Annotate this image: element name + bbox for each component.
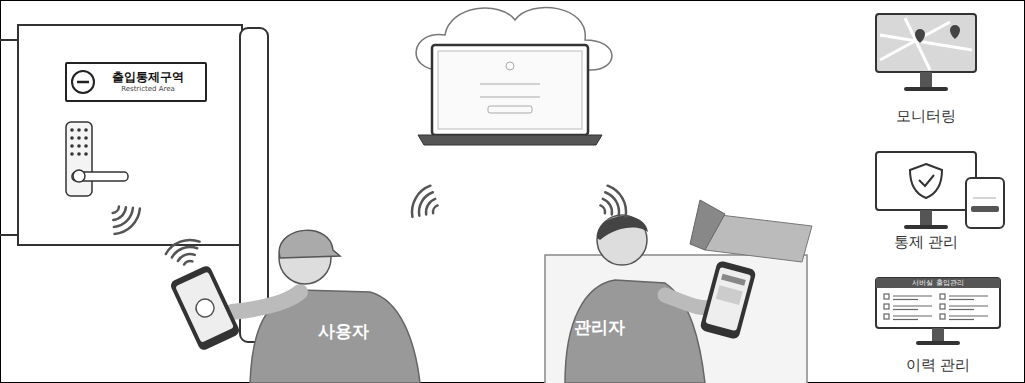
monitor bbox=[876, 278, 1000, 345]
signal-arc bbox=[113, 207, 126, 220]
row-line bbox=[949, 319, 974, 320]
admin-phone bbox=[699, 260, 756, 340]
signal-arc bbox=[184, 261, 192, 265]
signal-arc bbox=[114, 208, 133, 227]
key bbox=[77, 152, 81, 156]
monitor-screen: 통제 관리 bbox=[876, 152, 976, 210]
row-line bbox=[949, 309, 974, 310]
door-lock bbox=[66, 122, 92, 196]
row-line bbox=[949, 315, 988, 316]
key bbox=[77, 144, 81, 148]
signal-arc bbox=[113, 207, 119, 213]
signal-arc bbox=[178, 254, 195, 261]
monitor-screen: 서버실 출입관리이력 관리 bbox=[876, 278, 1000, 328]
user-arm bbox=[232, 292, 300, 312]
signal-arc bbox=[114, 208, 139, 233]
row-line bbox=[893, 295, 932, 296]
signal-arc bbox=[433, 205, 438, 213]
door-frame bbox=[240, 28, 268, 342]
monitor bbox=[876, 152, 1004, 229]
signal-arc bbox=[605, 192, 619, 215]
signal-arc bbox=[603, 199, 612, 215]
user-phone bbox=[169, 264, 241, 351]
no-entry-icon bbox=[72, 71, 94, 93]
monitor-caption: 모니터링 bbox=[896, 108, 956, 125]
row-line bbox=[893, 315, 932, 316]
no-entry-bar bbox=[77, 81, 89, 84]
screen-header: 서버실 출입관리 bbox=[876, 278, 1000, 288]
signal-arc bbox=[172, 247, 197, 258]
laptop-display bbox=[438, 51, 582, 129]
wall bbox=[0, 40, 18, 235]
key bbox=[84, 136, 88, 140]
row-line bbox=[949, 299, 974, 300]
row-line bbox=[893, 319, 918, 320]
door-panel bbox=[18, 25, 242, 245]
wireless-signal bbox=[113, 186, 626, 265]
monitor-caption: 통제 관리 bbox=[894, 234, 959, 251]
laptop-screen bbox=[432, 45, 588, 135]
signal-arc bbox=[426, 199, 435, 215]
person-label: 사용자 bbox=[318, 322, 369, 342]
row-line bbox=[949, 295, 988, 296]
admin-head bbox=[597, 215, 647, 265]
row-line bbox=[893, 309, 918, 310]
monitor-screen: 모니터링 bbox=[876, 14, 976, 72]
row-line bbox=[893, 299, 918, 300]
checkbox bbox=[940, 314, 945, 319]
desk bbox=[545, 255, 807, 383]
checkbox bbox=[884, 304, 889, 309]
row-line bbox=[949, 305, 988, 306]
checkbox bbox=[940, 304, 945, 309]
sign-box: 출입통제구역Restricted Area bbox=[65, 62, 207, 102]
signal-arc bbox=[166, 240, 200, 254]
checkbox bbox=[940, 294, 945, 299]
signal-arc bbox=[608, 186, 626, 217]
key bbox=[77, 128, 81, 132]
keypad bbox=[70, 128, 88, 156]
checkbox bbox=[884, 294, 889, 299]
person-label: 관리자 bbox=[574, 318, 625, 338]
laptop-base bbox=[418, 135, 602, 145]
checkbox bbox=[884, 314, 889, 319]
row-line bbox=[893, 305, 932, 306]
signal-arc bbox=[412, 186, 430, 217]
handle-hub bbox=[73, 170, 85, 182]
user-cap bbox=[279, 230, 340, 258]
signal-arc bbox=[600, 205, 605, 213]
key bbox=[70, 152, 74, 156]
key bbox=[84, 128, 88, 132]
desk-laptop-lid bbox=[690, 200, 725, 250]
signal-arc bbox=[419, 192, 433, 215]
monitor-caption: 이력 관리 bbox=[906, 357, 971, 374]
sign-title: 출입통제구역 bbox=[112, 71, 184, 85]
key bbox=[77, 136, 81, 140]
key bbox=[70, 128, 74, 132]
monitor bbox=[876, 14, 976, 91]
key bbox=[84, 152, 88, 156]
sign-subtitle: Restricted Area bbox=[121, 85, 175, 93]
key bbox=[84, 144, 88, 148]
login-form bbox=[480, 62, 540, 113]
key bbox=[70, 136, 74, 140]
admin-hair bbox=[597, 216, 648, 240]
key bbox=[70, 144, 74, 148]
